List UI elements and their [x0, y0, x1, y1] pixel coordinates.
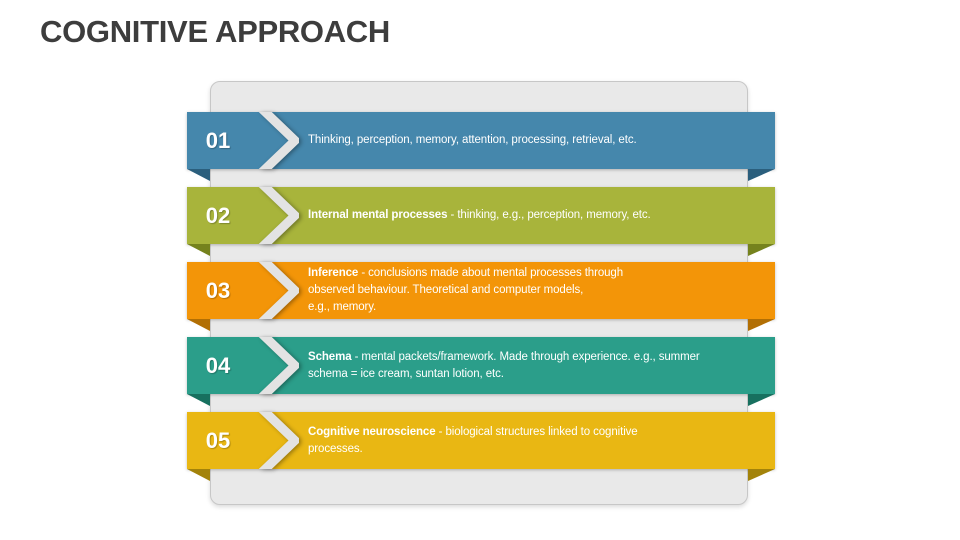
ribbon-fold-right [748, 244, 775, 256]
chevron-right-icon [258, 412, 299, 469]
step-row-02: 02 Internal mental processes - thinking,… [187, 187, 775, 256]
step-description: Cognitive neuroscience - biological stru… [308, 425, 638, 455]
step-number: 02 [205, 202, 231, 228]
step-number: 03 [205, 277, 231, 303]
step-description: Schema - mental packets/framework. Made … [308, 350, 700, 380]
step-bar: 05 Cognitive neuroscience - biological s… [187, 412, 775, 469]
ribbon-fold-left [187, 469, 210, 481]
step-row-01: 01 Thinking, perception, memory, attenti… [187, 112, 775, 181]
step-number: 05 [205, 427, 231, 453]
step-number: 01 [205, 127, 231, 153]
chevron-right-icon [258, 262, 299, 319]
ribbon-fold-right [748, 169, 775, 181]
ribbon-fold-left [187, 319, 210, 331]
step-description: Inference - conclusions made about menta… [308, 267, 623, 313]
step-bar: 02 Internal mental processes - thinking,… [187, 187, 775, 244]
step-row-04: 04 Schema - mental packets/framework. Ma… [187, 337, 775, 406]
slide-title: COGNITIVE APPROACH [40, 14, 390, 49]
ribbon-fold-left [187, 244, 210, 256]
step-row-03: 03 Inference - conclusions made about me… [187, 262, 775, 331]
ribbon-fold-left [187, 394, 210, 406]
step-description: Internal mental processes - thinking, e.… [308, 209, 651, 221]
step-bar: 01 Thinking, perception, memory, attenti… [187, 112, 775, 169]
ribbon-fold-right [748, 319, 775, 331]
ribbon-fold-left [187, 169, 210, 181]
step-description: Thinking, perception, memory, attention,… [308, 134, 637, 146]
ribbon-fold-right [748, 469, 775, 481]
step-bar: 04 Schema - mental packets/framework. Ma… [187, 337, 775, 394]
step-bar: 03 Inference - conclusions made about me… [187, 262, 775, 319]
chevron-right-icon [258, 112, 299, 169]
chevron-right-icon [258, 187, 299, 244]
ribbon-fold-right [748, 394, 775, 406]
step-number: 04 [205, 352, 231, 378]
step-row-05: 05 Cognitive neuroscience - biological s… [187, 412, 775, 481]
chevron-right-icon [258, 337, 299, 394]
